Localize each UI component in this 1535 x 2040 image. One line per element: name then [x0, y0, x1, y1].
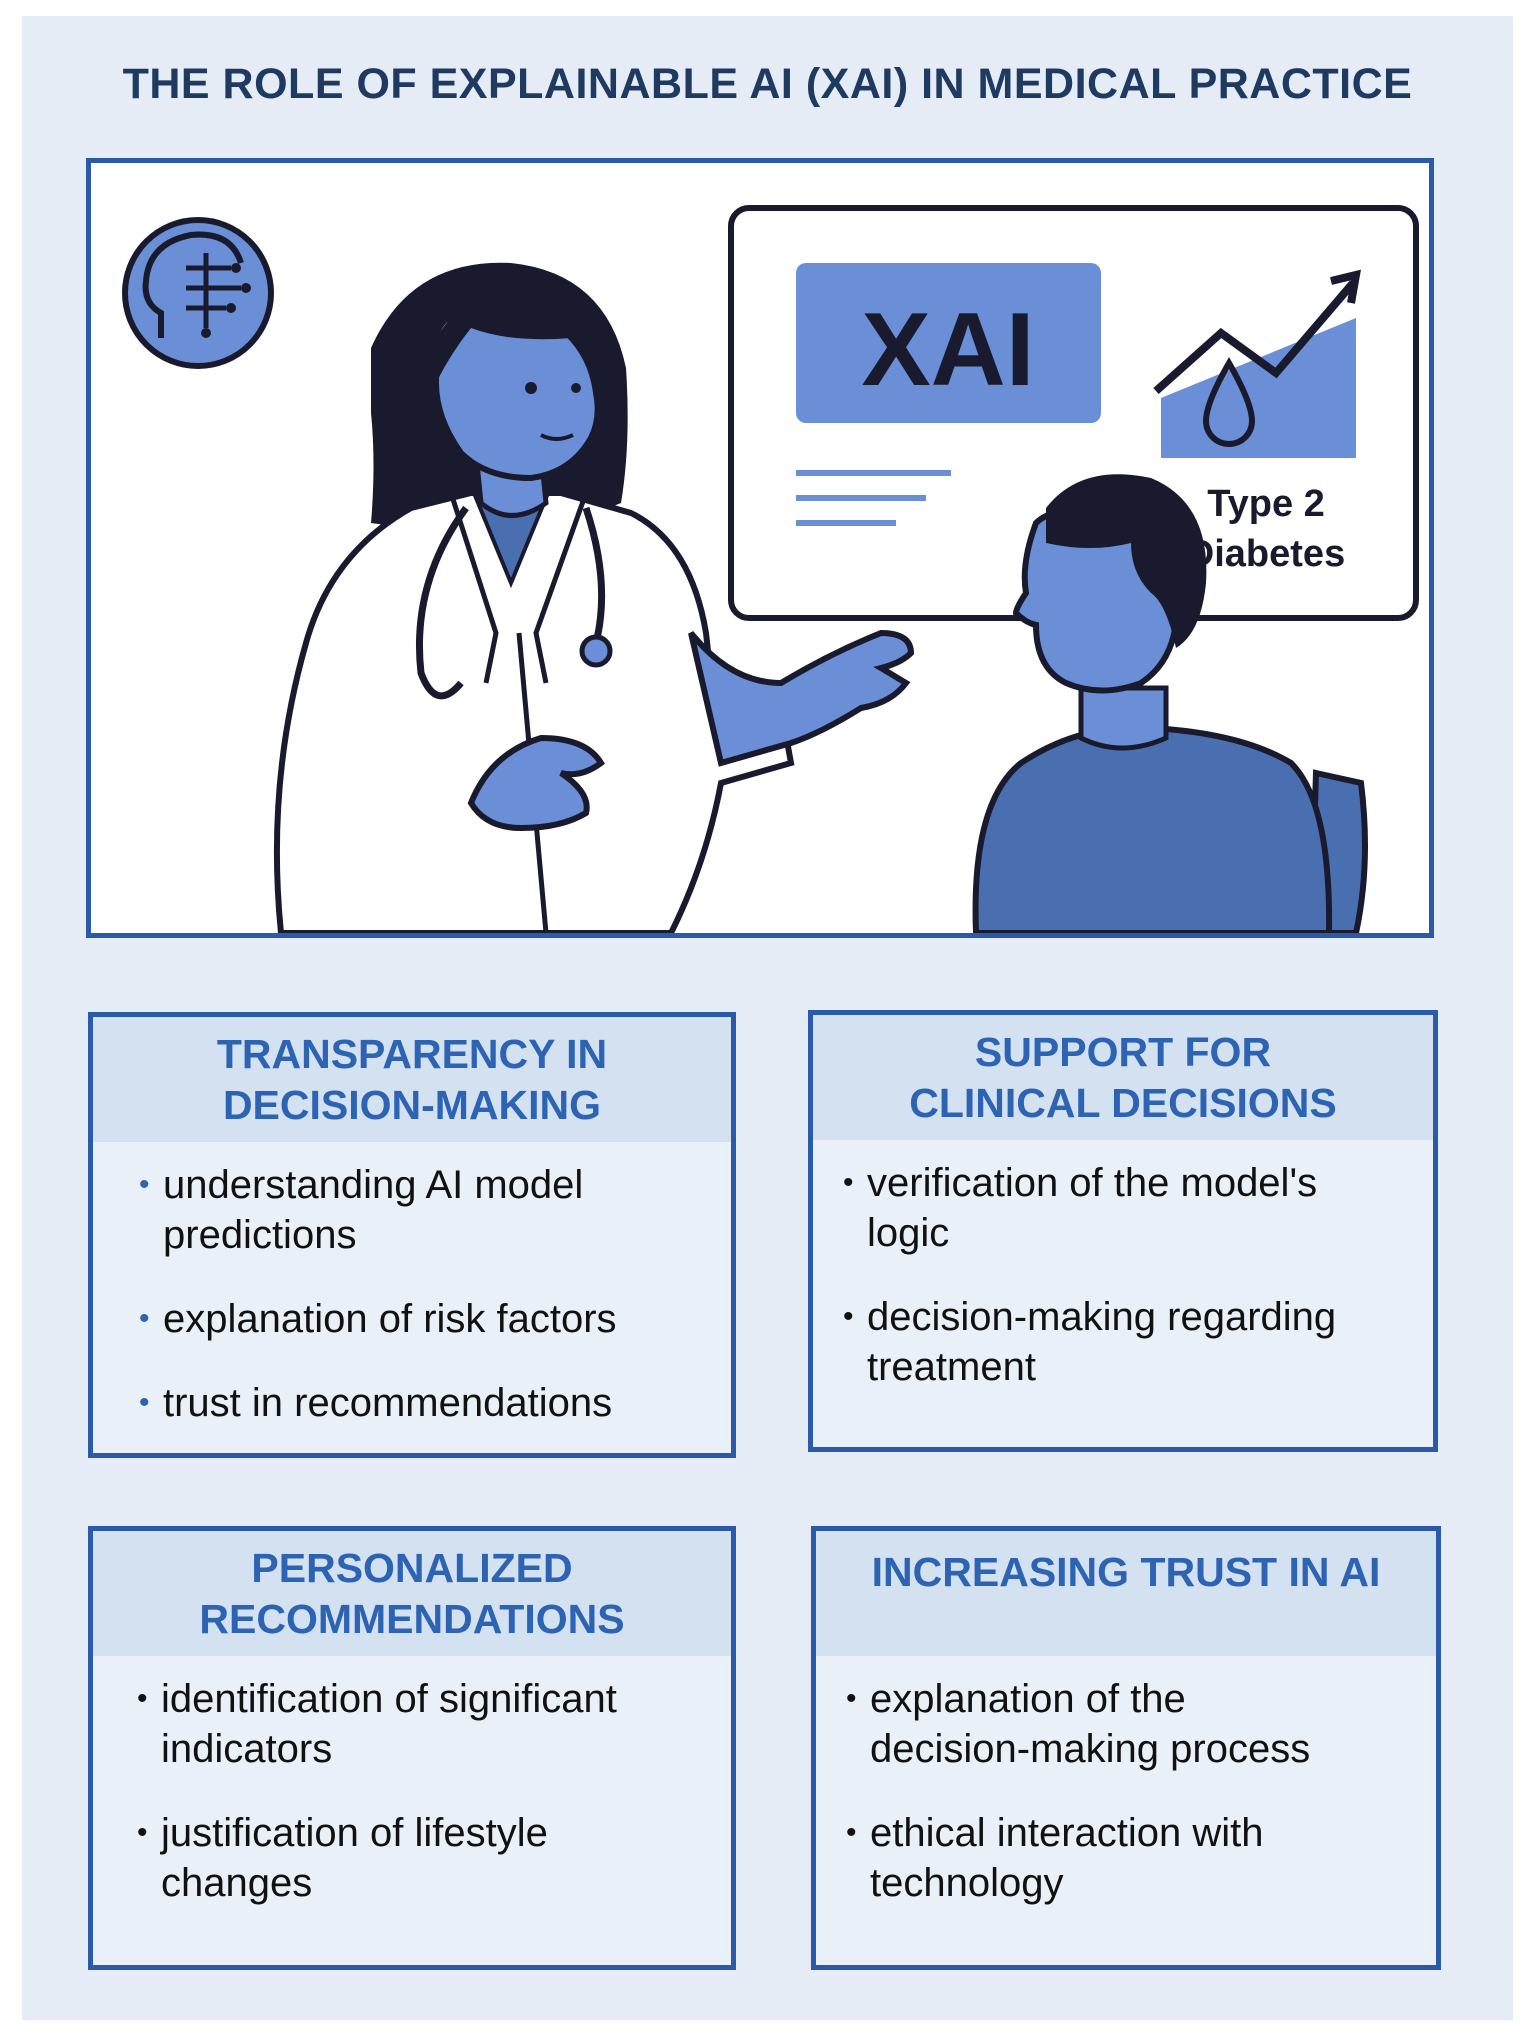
card-header: INCREASING TRUST IN AI [816, 1531, 1436, 1656]
page-title: THE ROLE OF EXPLAINABLE AI (XAI) IN MEDI… [122, 60, 1413, 108]
list-item: •trust in recommendations [139, 1381, 613, 1425]
card-header: PERSONALIZED RECOMMENDATIONS [93, 1531, 731, 1656]
stethoscope-icon [415, 505, 606, 700]
card-transparency: TRANSPARENCY IN DECISION-MAKING •underst… [88, 1012, 736, 1458]
doctor-hand-right [688, 629, 915, 767]
card-title: INCREASING TRUST IN AI [871, 1549, 1381, 1595]
doctor-coat [273, 490, 795, 933]
doctor-hand-left [467, 734, 605, 832]
doctor-patient-illustration: XAI Type 2 Diabetes [122, 205, 1419, 933]
display-screen: XAI Type 2 Diabetes [728, 205, 1419, 621]
card-header: SUPPORT FOR CLINICAL DECISIONS [813, 1015, 1433, 1140]
blood-drop-icon [1202, 356, 1256, 447]
screen-xai-label: XAI [861, 292, 1034, 408]
list-item: •explanation of risk factors [139, 1297, 617, 1341]
patient-shirt [972, 724, 1333, 933]
patient-hair [1046, 474, 1207, 648]
illustration-panel: XAI Type 2 Diabetes [86, 158, 1434, 938]
card-personalized: PERSONALIZED RECOMMENDATIONS •identifica… [88, 1526, 736, 1970]
card-clinical-support: SUPPORT FOR CLINICAL DECISIONS •verifica… [808, 1010, 1438, 1452]
condition-label-line2: Diabetes [1187, 533, 1345, 575]
card-title: TRANSPARENCY IN DECISION-MAKING [216, 1031, 608, 1128]
trend-arrow-icon [1153, 280, 1357, 394]
condition-label-line1: Type 2 [1207, 483, 1325, 525]
card-header: TRANSPARENCY IN DECISION-MAKING [93, 1017, 731, 1142]
card-title: SUPPORT FOR CLINICAL DECISIONS [909, 1029, 1337, 1126]
card-increasing-trust: INCREASING TRUST IN AI •explanation of t… [811, 1526, 1441, 1970]
card-title: PERSONALIZED RECOMMENDATIONS [199, 1545, 625, 1642]
ai-brain-circuit-icon [122, 217, 274, 369]
